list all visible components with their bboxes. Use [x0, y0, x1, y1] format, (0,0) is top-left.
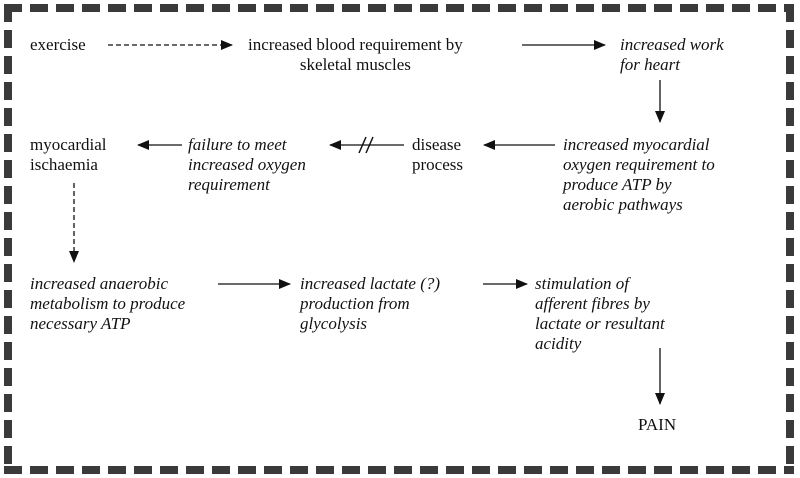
- node-lactate-production: increased lactate (?) production from gl…: [300, 274, 441, 333]
- node-anaerobic-metabolism: increased anaerobic metabolism to produc…: [30, 274, 186, 333]
- blocked-mark: [358, 136, 374, 154]
- node-myocardial-ischaemia: myocardial ischaemia: [30, 135, 107, 174]
- frame-border-top: [4, 4, 794, 12]
- frame-border-bottom: [4, 466, 794, 474]
- frame-border-left: [4, 4, 12, 474]
- node-stimulation: stimulation of afferent fibres by lactat…: [535, 274, 665, 353]
- node-work-for-heart: increased work for heart: [620, 35, 724, 74]
- frame-border-right: [786, 4, 794, 474]
- node-disease-process: disease process: [412, 135, 463, 174]
- node-pain: PAIN: [638, 415, 677, 434]
- node-failure-to-meet: failure to meet increased oxygen require…: [188, 135, 306, 194]
- node-exercise: exercise: [30, 35, 86, 54]
- node-blood-requirement: increased blood requirement by skeletal …: [248, 35, 463, 74]
- node-oxygen-requirement: increased myocardial oxygen requirement …: [563, 135, 715, 214]
